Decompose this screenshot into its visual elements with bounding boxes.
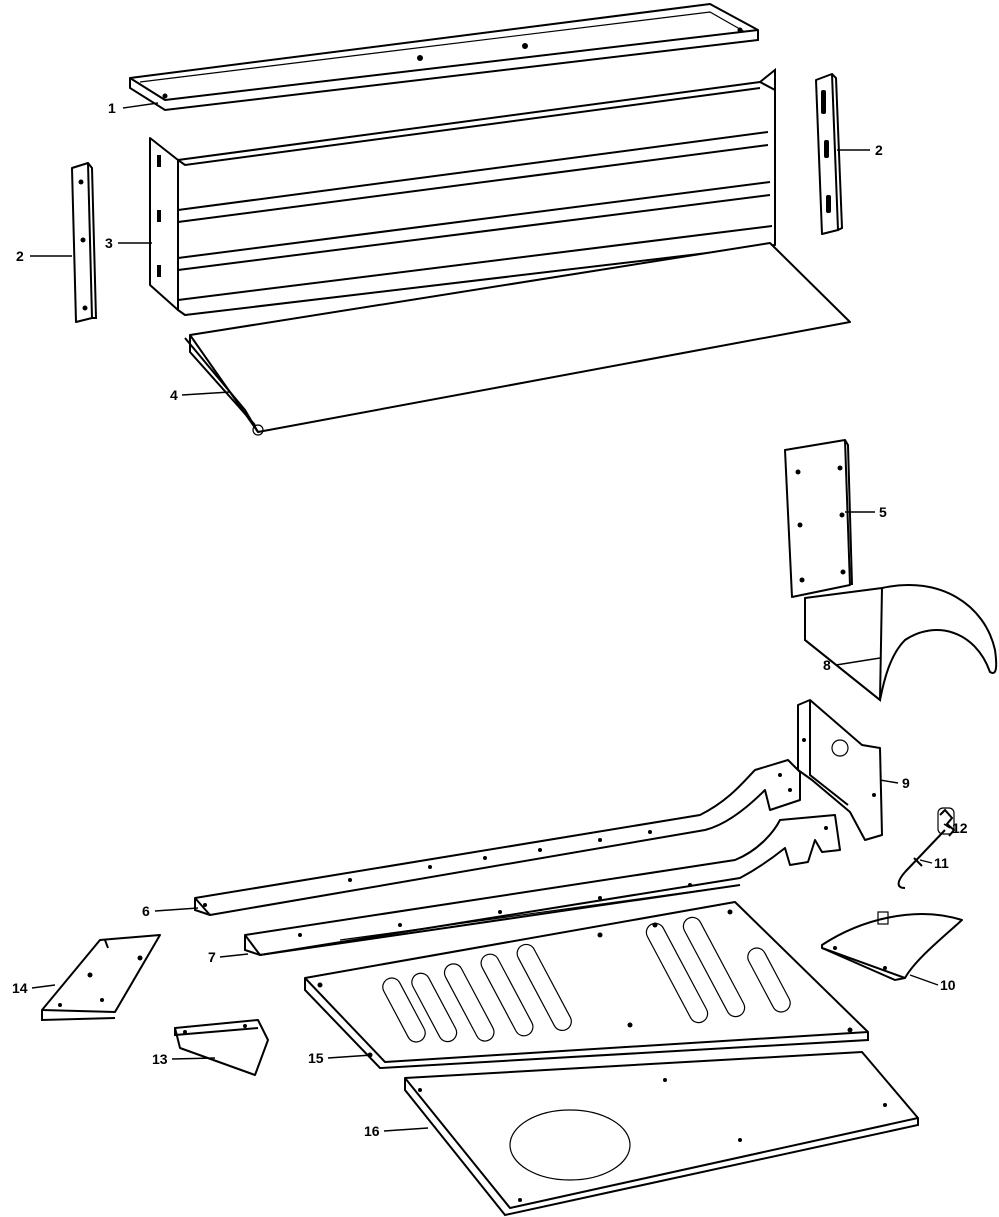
part-5-plate: [784, 439, 853, 598]
part-1-top-channel: [129, 3, 759, 112]
callout-15: 15: [308, 1050, 324, 1066]
part-10-curved-shield: [821, 911, 963, 982]
part-2-right-bracket: [815, 73, 844, 235]
part-11-hook-bolt: [897, 829, 946, 889]
callout-7: 7: [208, 949, 216, 965]
callout-11: 11: [934, 855, 949, 871]
callout-6: 6: [142, 903, 150, 919]
part-15-slotted-plate: [304, 901, 869, 1070]
callout-1: 1: [108, 100, 116, 116]
part-12-spring: [937, 807, 956, 837]
part-4-bottom-tray: [184, 242, 851, 436]
callout-9: 9: [902, 775, 910, 791]
callout-12: 12: [952, 820, 968, 836]
part-7-lower-rail: [244, 814, 841, 957]
callout-14: 14: [12, 980, 28, 996]
callout-3: 3: [105, 235, 113, 251]
callout-13: 13: [152, 1051, 168, 1067]
part-9-end-bracket: [797, 699, 883, 841]
callout-4: 4: [170, 387, 178, 403]
part-16-bottom-plate: [404, 1051, 919, 1217]
part-6-upper-rail: [194, 759, 801, 916]
callout-5: 5: [879, 504, 887, 520]
part-2-left-bracket: [71, 162, 98, 323]
callout-2-left: 2: [16, 248, 24, 264]
callout-10: 10: [940, 977, 956, 993]
leader-lines: [30, 102, 951, 1132]
callout-8: 8: [823, 657, 831, 673]
callout-2-right: 2: [875, 142, 883, 158]
callout-16: 16: [364, 1123, 380, 1139]
callout-labels: 1 2 2 3 4 5 8 9 12 11 6 7 10 14 13 15 16: [12, 100, 968, 1139]
part-3-main-housing: [149, 67, 776, 316]
part-8-fender-cover: [804, 583, 998, 703]
part-14-small-channel: [41, 934, 161, 1022]
part-13-gusset: [174, 1019, 269, 1076]
slots: [382, 916, 791, 1043]
